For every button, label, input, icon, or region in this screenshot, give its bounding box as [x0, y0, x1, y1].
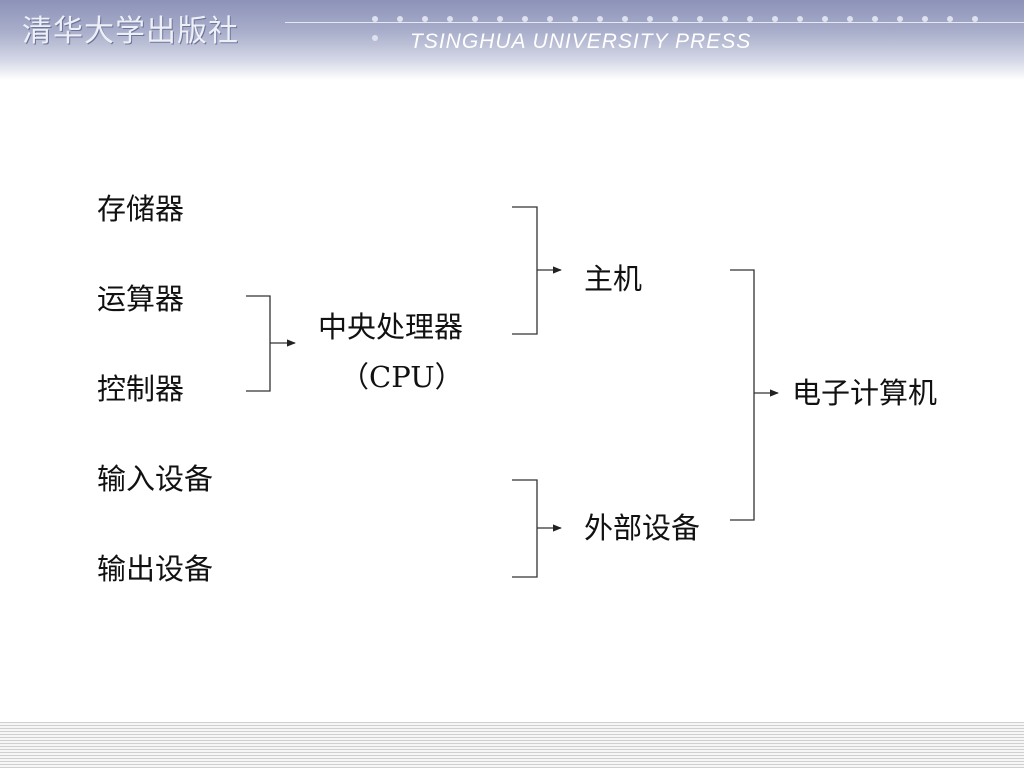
header-banner: 清华大学出版社 TSINGHUA UNIVERSITY PRESS [0, 0, 1024, 80]
header-rule [285, 22, 1024, 23]
bracket-host [512, 206, 538, 335]
label-alu: 运算器 [97, 282, 185, 316]
label-input-device: 输入设备 [97, 462, 214, 496]
label-output-device: 输出设备 [97, 552, 214, 586]
publisher-name-cn: 清华大学出版社 [22, 14, 239, 49]
footer-stripes [0, 722, 1024, 768]
bracket-peripherals [512, 479, 538, 578]
header-dots [372, 7, 1012, 41]
bracket-cpu [246, 295, 271, 392]
label-controller: 控制器 [97, 372, 185, 406]
label-computer: 电子计算机 [792, 376, 938, 410]
bracket-computer [730, 269, 755, 521]
label-memory: 存储器 [97, 192, 185, 226]
publisher-name-en: TSINGHUA UNIVERSITY PRESS [410, 30, 752, 53]
label-cpu-abbr: （CPU） [340, 360, 464, 394]
label-peripherals: 外部设备 [584, 511, 701, 545]
label-cpu: 中央处理器 [318, 310, 464, 344]
label-host: 主机 [584, 262, 643, 296]
